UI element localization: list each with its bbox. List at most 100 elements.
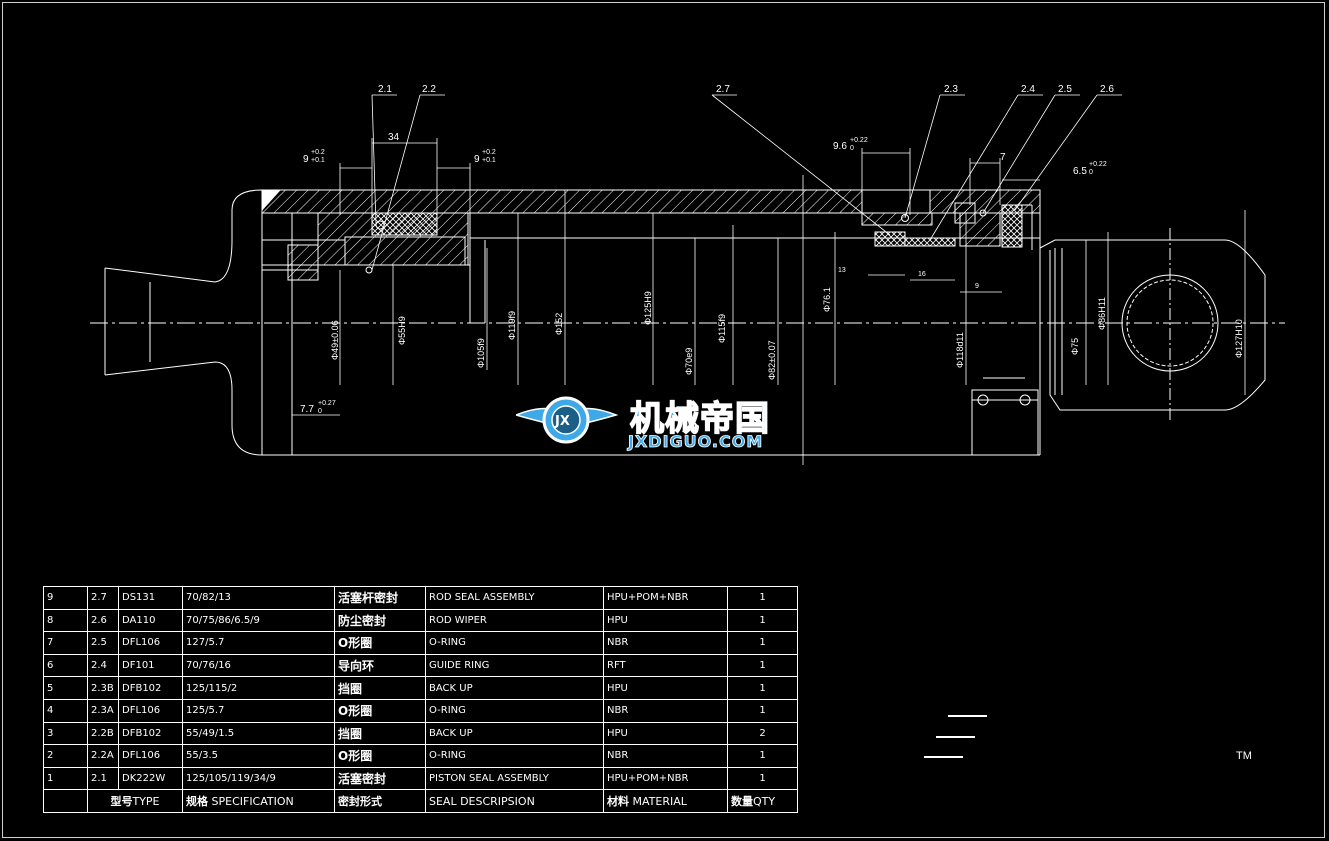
dim-9a-tol-up: +0.2 [311, 149, 325, 156]
row-name-cn: 活塞密封 [334, 766, 426, 791]
row-material: HPU [603, 721, 728, 746]
header-name-cn: 密封形式 [338, 795, 382, 809]
dim-6-5: 6.5 [1073, 166, 1087, 177]
dia-118: Φ118d11 [955, 332, 965, 368]
row-name-cn: 防尘密封 [334, 608, 426, 633]
dim-13: 13 [838, 267, 846, 274]
row-number: 9 [43, 586, 88, 610]
guide-ring-2-4 [904, 237, 956, 247]
row-material: HPU [603, 676, 728, 700]
barrel-wall-hatch [261, 189, 863, 214]
watermark-logo: JX [516, 396, 619, 444]
dia-86: Φ86H11 [1097, 297, 1107, 330]
row-type: DK222W [118, 766, 183, 791]
callout-2-7: 2.7 [716, 84, 730, 95]
row-description: ROD WIPER [425, 608, 604, 633]
row-description: BACK UP [425, 721, 604, 746]
row-spec: 125/105/119/34/9 [182, 766, 335, 791]
dim-7: 7 [1000, 152, 1006, 163]
dia-70: Φ70e9 [684, 348, 694, 375]
row-spec: 127/5.7 [182, 631, 335, 655]
row-spec: 70/76/16 [182, 653, 335, 678]
row-number: 3 [43, 721, 88, 746]
row-qty: 1 [727, 608, 798, 633]
row-item: 2.1 [87, 766, 119, 791]
row-qty: 1 [727, 586, 798, 610]
row-spec: 125/5.7 [182, 698, 335, 723]
dia-119: Φ119f9 [507, 311, 517, 340]
row-name-cn: O形圈 [334, 631, 426, 655]
row-material: RFT [603, 653, 728, 678]
row-qty: 1 [727, 676, 798, 700]
row-qty: 1 [727, 766, 798, 791]
row-type: DA110 [118, 608, 183, 633]
parts-table-header: 型号TYPE 规格 SPECIFICATION 密封形式 SEAL DESCRI… [43, 789, 798, 813]
row-type: DFL106 [118, 698, 183, 723]
rod-end-eye [1039, 239, 1266, 411]
dim-9-6: 9.6 [833, 141, 847, 152]
row-name-cn: 活塞杆密封 [334, 586, 426, 610]
dia-125: Φ125H9 [643, 291, 653, 325]
wiper-2-6 [1001, 204, 1023, 248]
row-item: 2.2A [87, 744, 119, 768]
diameter-labels: Φ49±0.06 Φ55H9 Φ105f9 Φ119f9 Φ152 Φ125H9… [330, 287, 1244, 380]
dim-9b: 9 [474, 154, 480, 165]
row-spec: 55/49/1.5 [182, 721, 335, 746]
callout-2-4: 2.4 [1021, 84, 1035, 95]
row-number: 8 [43, 608, 88, 633]
dia-75: Φ75 [1070, 338, 1080, 355]
row-type: DFB102 [118, 676, 183, 700]
row-item: 2.2B [87, 721, 119, 746]
header-spec-en: SPECIFICATION [211, 795, 294, 809]
row-item: 2.3A [87, 698, 119, 723]
header-description: SEAL DESCRIPSION [425, 789, 604, 813]
row-qty: 2 [727, 721, 798, 746]
callout-2-2: 2.2 [422, 84, 436, 95]
dim-16: 16 [918, 271, 926, 278]
row-spec: 55/3.5 [182, 744, 335, 768]
dia-82: Φ82±0.07 [767, 340, 777, 380]
dim-7-7: 7.7 [300, 404, 314, 415]
row-name-cn: O形圈 [334, 744, 426, 768]
dia-105: Φ105f9 [476, 338, 486, 368]
row-item: 2.5 [87, 631, 119, 655]
row-number: 2 [43, 744, 88, 768]
row-item: 2.4 [87, 653, 119, 678]
row-description: BACK UP [425, 676, 604, 700]
dim-9a: 9 [303, 154, 309, 165]
row-item: 2.7 [87, 586, 119, 610]
row-item: 2.6 [87, 608, 119, 633]
row-spec: 70/82/13 [182, 586, 335, 610]
tm-mark: TM [1236, 750, 1252, 762]
row-description: PISTON SEAL ASSEMBLY [425, 766, 604, 791]
header-material-en: MATERIAL [632, 795, 687, 809]
rod-seal-2-7 [874, 231, 906, 247]
dim-9b-tol-up: +0.2 [482, 149, 496, 156]
row-spec: 125/115/2 [182, 676, 335, 700]
row-name-cn: 挡圈 [334, 676, 426, 700]
dim-9-small: 9 [975, 283, 979, 290]
piston-seal-2-1 [371, 212, 438, 236]
row-description: ROD SEAL ASSEMBLY [425, 586, 604, 610]
header-type-en: TYPE [132, 795, 160, 809]
row-description: GUIDE RING [425, 653, 604, 678]
row-item: 2.3B [87, 676, 119, 700]
row-number: 1 [43, 766, 88, 791]
row-number: 7 [43, 631, 88, 655]
callout-labels: 2.1 2.2 2.7 2.3 2.4 2.5 2.6 [378, 84, 1114, 95]
row-material: NBR [603, 698, 728, 723]
callout-2-1: 2.1 [378, 84, 392, 95]
dim-9a-tol-dn: +0.1 [311, 157, 325, 164]
header-qty-en: QTY [753, 795, 776, 809]
row-name-cn: 挡圈 [334, 721, 426, 746]
dim-9b-tol-dn: +0.1 [482, 157, 496, 164]
row-type: DFL106 [118, 744, 183, 768]
row-qty: 1 [727, 698, 798, 723]
